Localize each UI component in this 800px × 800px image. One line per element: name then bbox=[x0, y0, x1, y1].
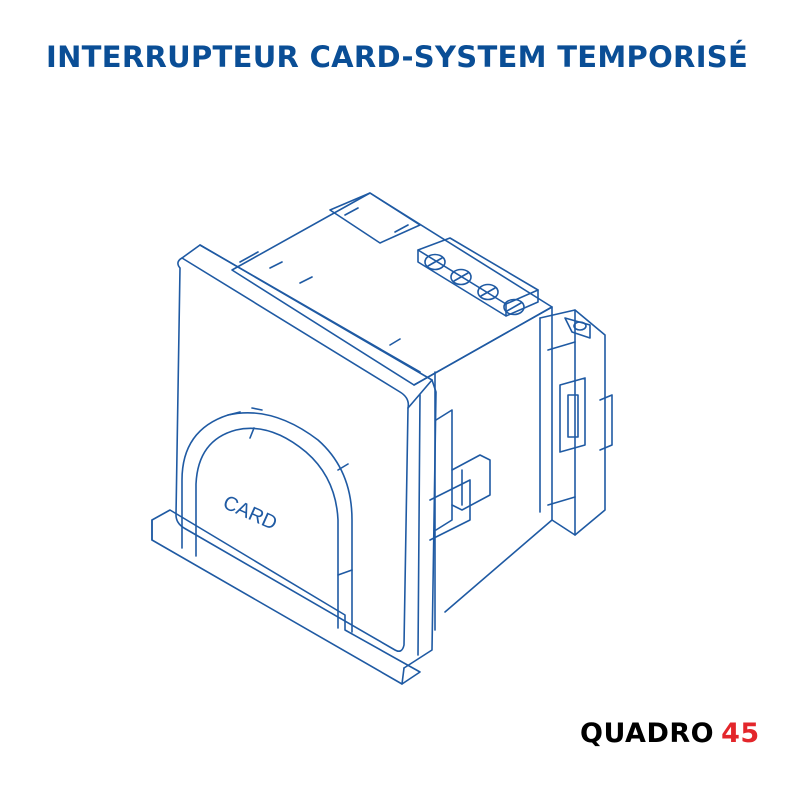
brand-name: QUADRO bbox=[580, 718, 715, 749]
rear-body-side bbox=[413, 306, 553, 613]
module-outline bbox=[151, 192, 613, 685]
terminal-screws bbox=[424, 253, 525, 316]
card-slot-arch bbox=[181, 412, 353, 633]
terminal-screw-2 bbox=[450, 268, 472, 286]
front-plate-side bbox=[403, 379, 437, 669]
rear-rim bbox=[329, 192, 421, 244]
mounting-frame bbox=[539, 309, 606, 536]
terminal-screw-3 bbox=[477, 283, 499, 301]
terminal-screw-1 bbox=[424, 253, 446, 271]
page-title: INTERRUPTEUR CARD-SYSTEM TEMPORISÉ bbox=[46, 40, 749, 74]
front-plate-top bbox=[181, 244, 433, 409]
brand-number: 45 bbox=[721, 718, 760, 749]
terminal-screw-4 bbox=[503, 298, 525, 316]
base-plate bbox=[151, 509, 421, 685]
front-plate-face bbox=[175, 257, 410, 652]
card-slot-label: CARD bbox=[220, 492, 281, 535]
